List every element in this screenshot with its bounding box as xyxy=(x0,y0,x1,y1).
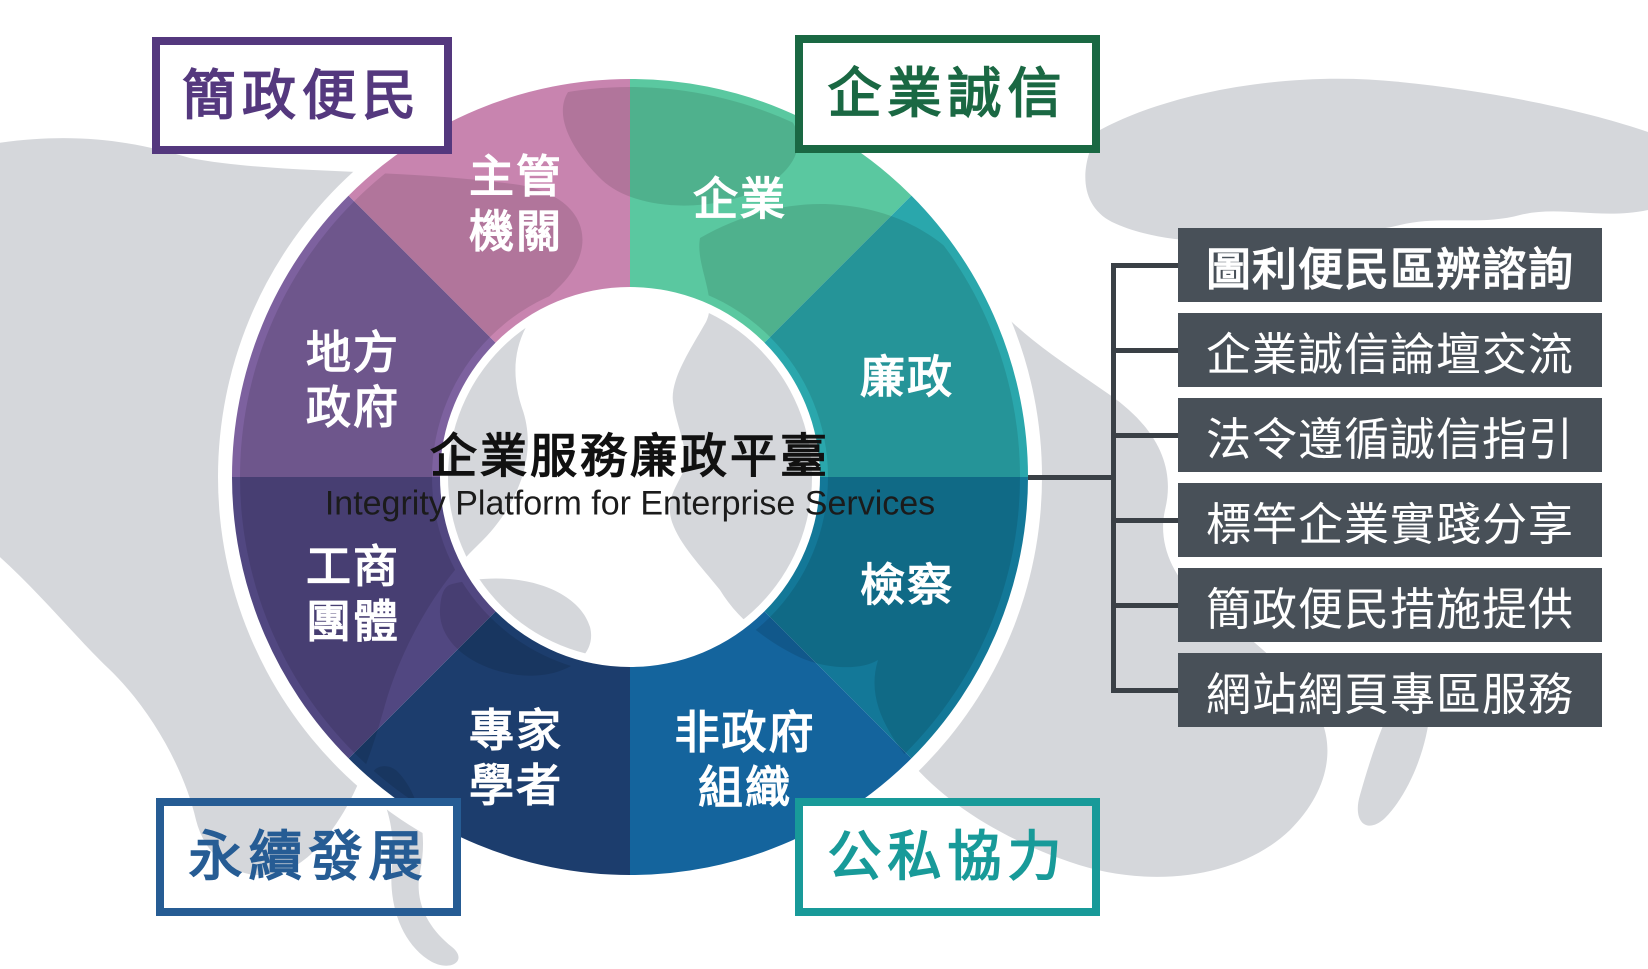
platform-title-en: Integrity Platform for Enterprise Servic… xyxy=(324,484,936,523)
wheel-segment-label-experts: 專家 學者 xyxy=(468,705,564,811)
corner-label-text: 企業誠信 xyxy=(827,64,1068,124)
connector-line-stub xyxy=(1111,518,1178,523)
wheel-segment-label-prosecution: 檢察 xyxy=(859,559,955,611)
service-item: 企業誠信論壇交流 xyxy=(1178,313,1602,387)
service-item: 簡政便民措施提供 xyxy=(1178,568,1602,642)
connector-line-trunk xyxy=(1111,263,1116,693)
service-item: 圖利便民區辨諮詢 xyxy=(1178,228,1602,302)
corner-label-top-left: 簡政便民 xyxy=(152,37,452,154)
connector-line-stub xyxy=(1111,263,1178,268)
service-item: 法令遵循誠信指引 xyxy=(1178,398,1602,472)
connector-line-stub xyxy=(1111,433,1178,438)
connector-line-stub xyxy=(1111,603,1178,608)
connector-line-feed xyxy=(1028,475,1116,480)
connector-line-stub xyxy=(1111,688,1178,693)
wheel-segment-label-local-gov: 地方 政府 xyxy=(305,327,401,433)
wheel-segment-label-authorities: 主管 機關 xyxy=(468,151,564,257)
corner-label-text: 永續發展 xyxy=(188,827,429,887)
corner-label-text: 簡政便民 xyxy=(182,65,422,126)
wheel-segment-label-integrity: 廉政 xyxy=(859,351,955,403)
wheel-segment-label-industry-groups: 工商 團體 xyxy=(305,541,401,647)
corner-label-bottom-right: 公私協力 xyxy=(795,798,1100,916)
platform-title-zh: 企業服務廉政平臺 xyxy=(430,429,830,483)
corner-label-bottom-left: 永續發展 xyxy=(156,798,461,916)
wheel-segment-label-ngo: 非政府 組織 xyxy=(674,707,816,813)
wheel-segment-label-enterprise: 企業 xyxy=(692,173,788,225)
corner-label-top-right: 企業誠信 xyxy=(795,35,1100,153)
service-item: 標竿企業實踐分享 xyxy=(1178,483,1602,557)
service-item: 網站網頁專區服務 xyxy=(1178,653,1602,727)
connector-line-stub xyxy=(1111,348,1178,353)
corner-label-text: 公私協力 xyxy=(827,827,1068,887)
